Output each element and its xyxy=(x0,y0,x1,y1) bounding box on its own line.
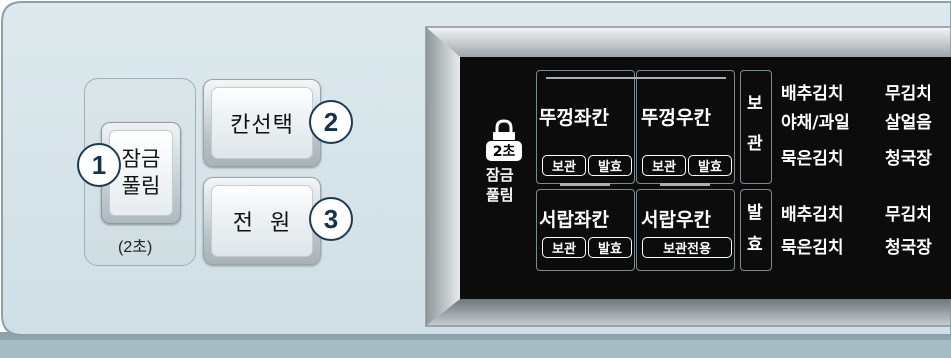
lock-indicator-line1: 잠금 xyxy=(486,166,514,184)
power-button[interactable]: 전 원 xyxy=(203,177,321,265)
storage-label-line2: 관 xyxy=(747,134,763,154)
right-divider xyxy=(660,183,710,186)
power-label: 전 원 xyxy=(211,185,313,257)
ferment-item: 배추김치 xyxy=(781,205,844,225)
storage-item: 야채/과일 xyxy=(781,113,850,133)
unlock-hold-note: (2초) xyxy=(118,239,153,256)
status-display: 2초 잠금 풀림 뚜껑좌칸 뚜껑우칸 서랍좌칸 서랍우칸 보관 발효 보관 발효… xyxy=(460,57,951,299)
lid-top-line xyxy=(546,77,726,79)
lid-right-label: 뚜껑우칸 xyxy=(641,107,711,129)
storage-item: 묵은김치 xyxy=(781,149,844,169)
storage-item: 무김치 xyxy=(885,84,932,104)
drawer-right-label: 서랍우칸 xyxy=(641,209,711,231)
storage-item: 배추김치 xyxy=(781,84,844,104)
ferment-label-line1: 발 xyxy=(747,203,763,223)
lid-right-ferment-mode: 발효 xyxy=(688,155,732,176)
lid-right-storage-mode: 보관 xyxy=(642,155,686,176)
ferment-item: 묵은김치 xyxy=(781,238,844,258)
drawer-left-ferment-mode: 발효 xyxy=(588,237,632,258)
storage-label-line1: 보 xyxy=(747,94,763,114)
drawer-left-frame xyxy=(536,189,635,271)
storage-item: 청국장 xyxy=(885,149,932,169)
ferment-section-frame xyxy=(740,189,772,271)
lock-indicator-line2: 풀림 xyxy=(486,186,514,204)
storage-section-frame xyxy=(740,70,772,184)
lid-left-ferment-mode: 발효 xyxy=(588,155,632,176)
unlock-label-line1: 잠금 xyxy=(121,147,161,171)
ferment-item: 청국장 xyxy=(885,238,932,258)
callout-number-3: 3 xyxy=(309,197,353,241)
compartment-select-button[interactable]: 칸선택 xyxy=(203,79,321,167)
unlock-time-badge: 2초 xyxy=(486,141,522,161)
compartment-select-label: 칸선택 xyxy=(211,87,313,159)
callout-number-2: 2 xyxy=(309,100,353,144)
drawer-left-label: 서랍좌칸 xyxy=(539,209,609,231)
storage-item: 살얼음 xyxy=(885,113,932,133)
lid-left-label: 뚜껑좌칸 xyxy=(539,107,609,129)
drawer-left-storage-mode: 보관 xyxy=(542,237,586,258)
left-divider xyxy=(560,183,610,186)
lid-left-storage-mode: 보관 xyxy=(542,155,586,176)
drawer-right-frame xyxy=(636,189,735,271)
drawer-right-storage-only: 보관전용 xyxy=(642,237,732,258)
lock-icon xyxy=(493,119,515,140)
ferment-item: 무김치 xyxy=(885,205,932,225)
callout-number-1: 1 xyxy=(77,143,121,187)
unlock-label-line2: 풀림 xyxy=(121,174,161,198)
ferment-label-line2: 효 xyxy=(747,235,763,255)
